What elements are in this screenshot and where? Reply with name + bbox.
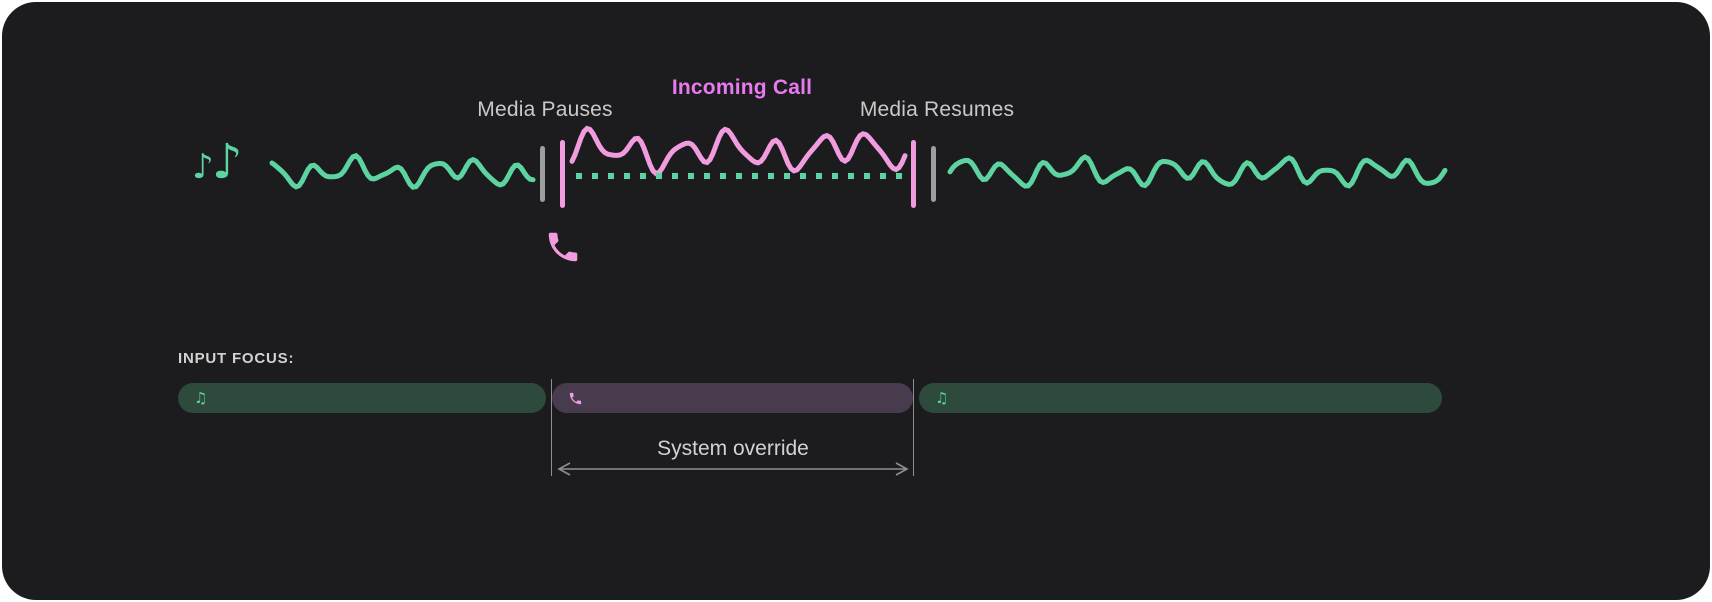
resume-bar-gray xyxy=(931,146,936,202)
focus-segment-media-before: ♫ xyxy=(178,383,546,413)
focus-segment-call xyxy=(552,383,913,413)
input-focus-heading: INPUT FOCUS: xyxy=(178,350,295,367)
timeline-waves xyxy=(269,125,1448,208)
resume-bar-pink xyxy=(911,140,916,208)
pause-bar-pink xyxy=(560,140,565,208)
music-note-large-icon: ♪ xyxy=(211,134,243,190)
music-notes-icon: ♪♪ xyxy=(192,138,242,186)
media-wave-left xyxy=(269,152,536,190)
system-override-label: System override xyxy=(657,437,809,460)
focus-segment-media-after: ♫ xyxy=(919,383,1442,413)
incoming-call-label: Incoming Call xyxy=(671,76,813,99)
system-override-arrow xyxy=(557,462,909,476)
media-pauses-label: Media Pauses xyxy=(477,98,613,121)
media-resumes-label: Media Resumes xyxy=(859,98,1015,121)
override-guide-right xyxy=(913,379,914,476)
phone-icon xyxy=(568,391,583,406)
media-wave-right xyxy=(947,154,1448,189)
override-guide-left xyxy=(551,379,552,476)
music-notes-icon: ♫ xyxy=(935,388,949,407)
call-wave xyxy=(569,125,908,177)
pause-bar-gray xyxy=(540,146,545,202)
music-note-small-icon: ♪ xyxy=(192,147,214,187)
incoming-call-phone-icon xyxy=(544,228,582,266)
music-notes-icon: ♫ xyxy=(194,388,208,407)
